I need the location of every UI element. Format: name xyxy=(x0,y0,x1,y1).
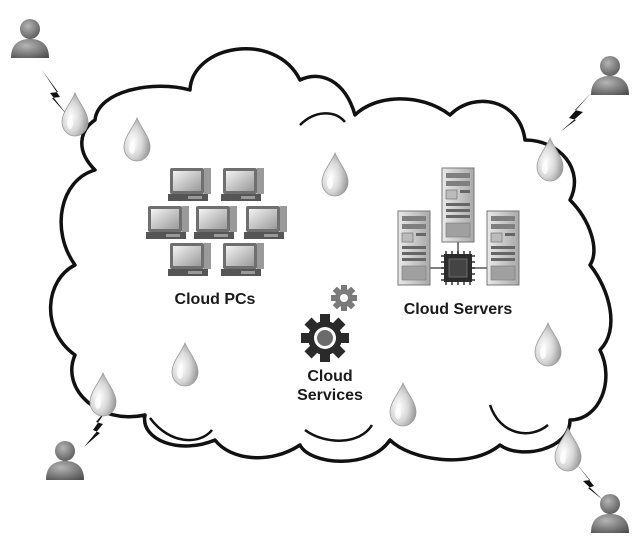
user-icon xyxy=(46,441,84,480)
cloud-servers-label: Cloud Servers xyxy=(403,301,513,318)
user-icon xyxy=(591,56,629,95)
cloud-pcs-label: Cloud PCs xyxy=(174,291,256,308)
monitor-icon xyxy=(221,243,264,276)
lightning-icon xyxy=(575,462,603,500)
raindrop-icon xyxy=(61,92,89,137)
gear-icon xyxy=(301,314,349,362)
server-tower-icon xyxy=(441,167,475,243)
server-tower-icon xyxy=(486,210,520,286)
gear-icon xyxy=(331,285,357,311)
monitor-icon xyxy=(244,206,287,239)
user-icon xyxy=(11,19,49,58)
lightning-icon xyxy=(560,92,592,132)
user-icon xyxy=(591,494,629,533)
cloud-services-label-line1: Cloud xyxy=(307,368,353,385)
cloud-inner-curve-right xyxy=(488,404,549,435)
cloud-services-label-line2: Services xyxy=(297,387,363,404)
monitor-icon xyxy=(146,206,189,239)
monitor-icon xyxy=(168,168,211,201)
cloud-inner-curve-left xyxy=(148,417,213,442)
server-tower-icon xyxy=(397,210,431,286)
cloud-inner-curve-top xyxy=(299,112,346,126)
monitor-icon xyxy=(194,206,237,239)
cloud-servers-cluster xyxy=(397,167,520,286)
cpu-chip-icon xyxy=(441,251,475,285)
monitor-icon xyxy=(168,243,211,276)
monitor-icon xyxy=(221,168,264,201)
lightning-icon xyxy=(42,70,68,116)
lightning-icon xyxy=(84,405,110,447)
cloud-inner-curve-mid xyxy=(304,424,374,442)
